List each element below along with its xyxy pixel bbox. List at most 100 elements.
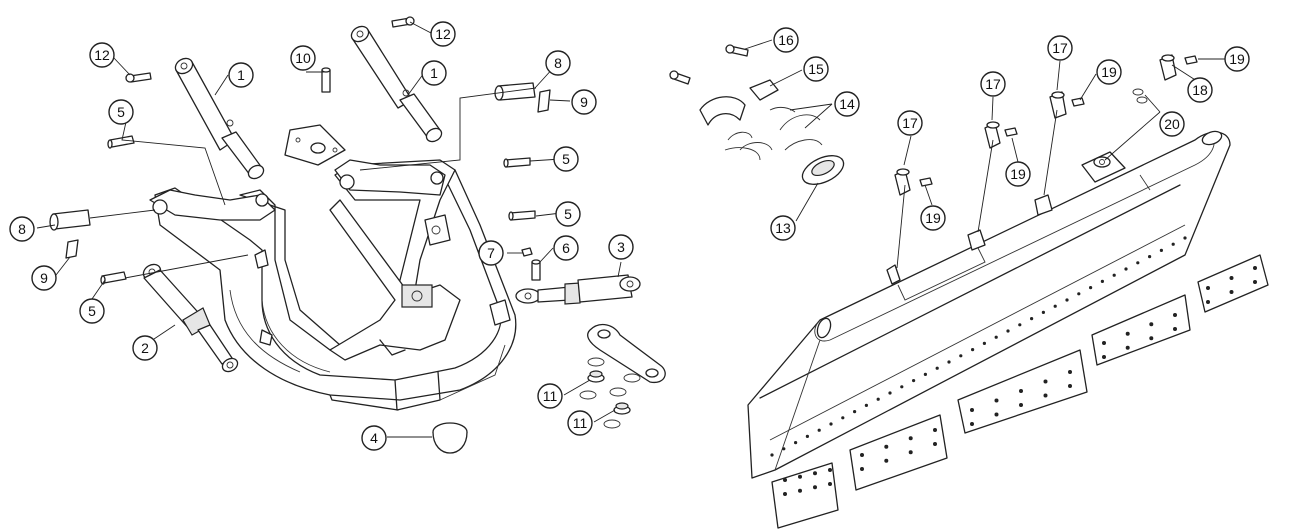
- callout-17b: 17: [980, 71, 1006, 97]
- edge-hole: [1019, 389, 1023, 393]
- edge-hole: [1125, 331, 1130, 336]
- edge-hole: [1253, 280, 1257, 284]
- edge-hole: [1206, 286, 1210, 290]
- callout-13: 13: [770, 215, 796, 241]
- bolt-hole: [1148, 255, 1152, 259]
- bolt-hole: [982, 341, 987, 345]
- svg-text:8: 8: [18, 221, 26, 237]
- callout-5c: 5: [555, 201, 581, 227]
- bolt-hole: [805, 434, 810, 438]
- edge-hole: [994, 412, 999, 417]
- edge-hole: [1229, 276, 1234, 280]
- svg-text:8: 8: [554, 55, 562, 71]
- callout-17a: 17: [897, 110, 923, 136]
- svg-text:19: 19: [1010, 166, 1026, 182]
- bolt-hole: [853, 410, 857, 414]
- bolt-hole: [1124, 267, 1128, 271]
- edge-hole: [1019, 403, 1023, 407]
- svg-text:13: 13: [775, 220, 791, 236]
- callout-5a: 5: [108, 99, 134, 125]
- svg-text:6: 6: [562, 240, 570, 256]
- edge-hole: [1068, 370, 1072, 374]
- edge-hole: [783, 478, 787, 482]
- callout-20: 20: [1159, 111, 1185, 137]
- edge-hole: [970, 408, 974, 412]
- svg-text:17: 17: [1052, 40, 1068, 56]
- bolt-hole: [876, 397, 880, 401]
- link-arm: [587, 323, 666, 384]
- bolt-hole: [817, 428, 821, 432]
- svg-text:19: 19: [925, 210, 941, 226]
- callout-9b: 9: [571, 89, 597, 115]
- svg-text:20: 20: [1164, 116, 1180, 132]
- svg-text:17: 17: [985, 76, 1001, 92]
- callout-11a: 11: [537, 383, 563, 409]
- callout-19c: 19: [1005, 161, 1031, 187]
- edge-hole: [828, 482, 832, 486]
- svg-text:14: 14: [839, 96, 855, 112]
- callout-6: 6: [553, 235, 579, 261]
- svg-text:5: 5: [562, 151, 570, 167]
- bolt-hole: [935, 366, 939, 370]
- svg-text:11: 11: [543, 388, 558, 404]
- edge-hole: [970, 422, 974, 426]
- svg-text:9: 9: [40, 270, 48, 286]
- edge-hole: [1173, 313, 1177, 317]
- callout-8a: 8: [9, 216, 35, 242]
- svg-text:11: 11: [573, 415, 588, 431]
- bolt-hole: [912, 379, 916, 383]
- leader-lines: [36, 21, 1226, 438]
- svg-text:10: 10: [295, 50, 311, 66]
- bolt-hole: [1171, 242, 1175, 246]
- edge-hole: [813, 485, 817, 490]
- edge-hole: [1068, 384, 1072, 388]
- bolt-hole: [1077, 292, 1081, 296]
- edge-hole: [860, 453, 864, 457]
- bolt-hole: [794, 441, 798, 445]
- svg-text:15: 15: [808, 61, 824, 77]
- bolt-hole: [841, 416, 845, 420]
- callout-17c: 17: [1047, 35, 1073, 61]
- edge-hole: [798, 488, 802, 493]
- bolt-hole: [1089, 286, 1093, 290]
- edge-hole: [860, 467, 864, 471]
- push-frame: [149, 159, 517, 411]
- edge-hole: [828, 468, 832, 472]
- edge-hole: [1229, 290, 1234, 294]
- bolt-hole: [1041, 310, 1045, 314]
- callout-4: 4: [361, 425, 387, 451]
- dozer-blade: [747, 130, 1231, 479]
- hydraulic-cylinder-2: [142, 263, 239, 373]
- edge-hole: [933, 428, 937, 432]
- callout-3: 3: [608, 234, 634, 260]
- bolt-hole: [770, 453, 774, 457]
- callout-11b: 11: [567, 410, 593, 436]
- svg-text:5: 5: [117, 104, 125, 120]
- bracket-10: [284, 67, 346, 166]
- bolt-hole: [864, 403, 869, 407]
- edge-hole: [783, 492, 787, 496]
- edge-hole: [1043, 379, 1048, 384]
- callout-7: 7: [478, 240, 504, 266]
- bolt-hole: [1065, 298, 1069, 302]
- edge-hole: [1102, 341, 1106, 345]
- callout-5d: 5: [79, 298, 105, 324]
- edge-hole: [1102, 355, 1106, 359]
- callout-18: 18: [1187, 77, 1213, 103]
- edge-hole: [1173, 327, 1177, 331]
- svg-text:4: 4: [370, 430, 378, 446]
- bolt-hole: [923, 372, 928, 376]
- edge-hole: [1125, 345, 1130, 350]
- svg-text:9: 9: [580, 94, 588, 110]
- edge-hole: [1043, 393, 1048, 398]
- bolt-hole: [1030, 317, 1034, 321]
- callout-14: 14: [834, 91, 860, 117]
- callout-9a: 9: [31, 265, 57, 291]
- svg-text:1: 1: [430, 65, 438, 81]
- callout-2: 2: [132, 335, 158, 361]
- svg-text:18: 18: [1192, 82, 1208, 98]
- bolt-hole: [1053, 304, 1057, 308]
- bolt-hole: [900, 385, 904, 389]
